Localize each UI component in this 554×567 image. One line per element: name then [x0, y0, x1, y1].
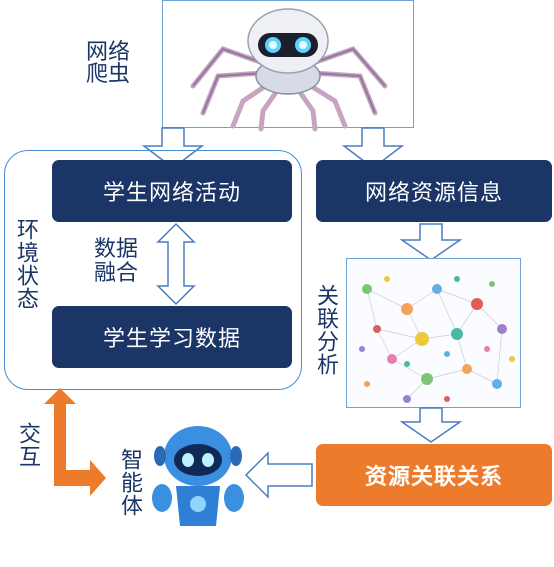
arrow-resource-to-graph	[399, 223, 463, 261]
interaction-orange-arrow	[44, 388, 106, 496]
fusion-double-arrow	[156, 222, 196, 306]
student-network-activity-box: 学生网络活动	[52, 160, 292, 222]
spider-robot-icon	[190, 8, 388, 132]
arrow-relations-to-agent	[244, 451, 313, 499]
arrow-graph-to-relations	[399, 407, 463, 443]
arrow-crawler-to-activity	[141, 127, 205, 169]
environment-state-label: 环境状态	[13, 218, 38, 310]
crawler-image-frame	[162, 0, 414, 132]
student-learning-data-box: 学生学习数据	[52, 306, 292, 368]
network-graph-icon	[359, 276, 515, 403]
agent-label: 智能体	[117, 447, 142, 517]
resource-relations-box: 资源关联关系	[316, 444, 552, 506]
crawler-label: 网络 爬虫	[85, 40, 130, 87]
environment-state-frame	[4, 150, 302, 390]
association-analysis-label: 关联分析	[313, 284, 338, 376]
arrow-crawler-to-resource	[341, 127, 405, 169]
network-resource-info-box: 网络资源信息	[316, 160, 552, 222]
data-fusion-label: 数据 融合	[93, 237, 138, 286]
network-graph-frame	[346, 258, 521, 408]
robot-agent-icon	[152, 426, 244, 526]
interaction-label: 交互	[15, 422, 40, 468]
